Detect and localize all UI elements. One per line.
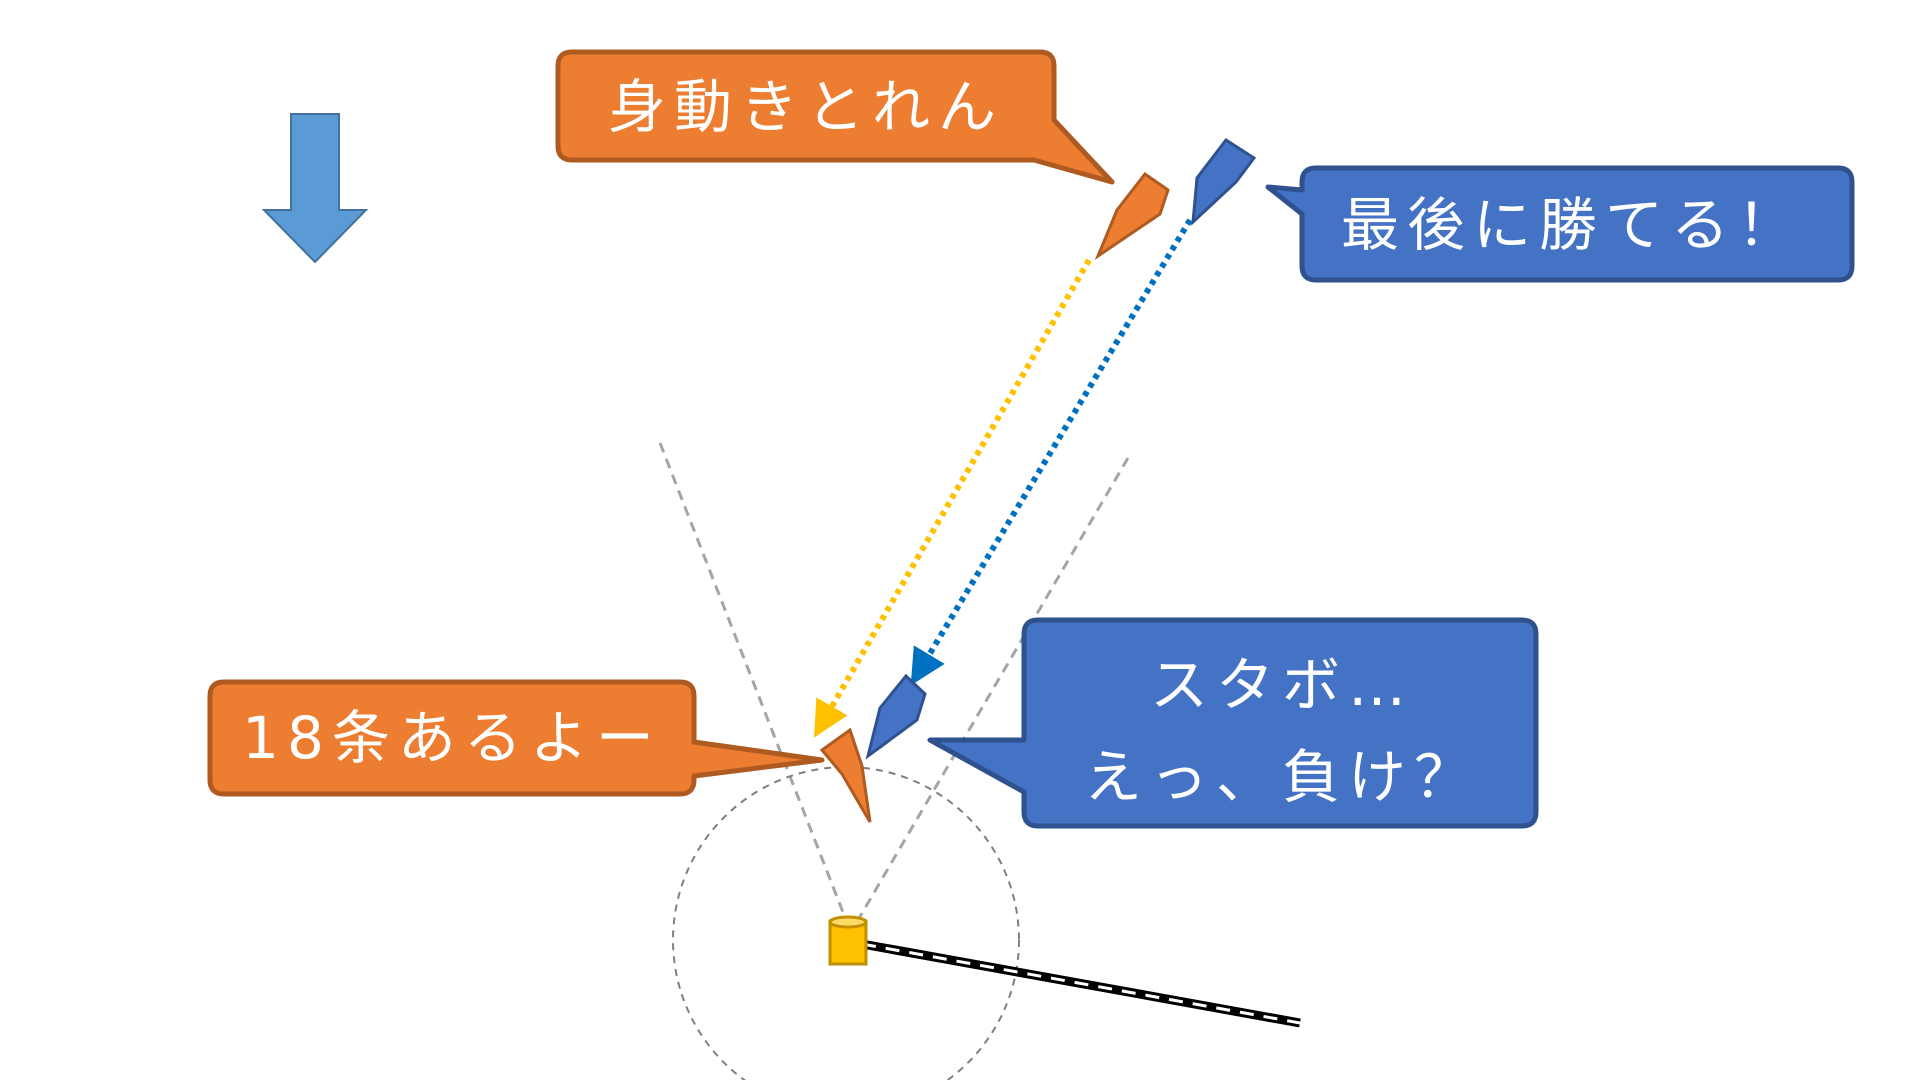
wind-direction-arrow-icon — [261, 113, 369, 264]
layline-left — [658, 442, 848, 921]
mark-buoy-icon — [828, 915, 868, 966]
mark-zone-circle — [672, 766, 1020, 1080]
speech-bubble-top-blue: 最後に勝てる！ — [1265, 165, 1855, 283]
bottom-orange-bubble-text: 18条あるよー — [242, 704, 662, 772]
top-blue-bubble-text: 最後に勝てる！ — [1341, 191, 1803, 259]
orange-boat-bottom-icon — [819, 727, 872, 823]
orange-boat-top-icon — [1094, 171, 1170, 261]
speech-bubble-bottom-orange: 18条あるよー — [207, 679, 825, 797]
layline-right — [856, 457, 1130, 921]
finish-line-stripes — [861, 942, 1301, 1025]
speech-bubble-bottom-blue: スタボ… えっ、負け？ — [927, 617, 1539, 829]
speech-bubble-top-orange: 身動きとれん — [555, 49, 1115, 185]
bottom-blue-bubble-line1: スタボ… — [1150, 651, 1414, 719]
blue-boat-track — [910, 218, 1193, 686]
blue-boat-top-icon — [1191, 137, 1257, 226]
bottom-blue-bubble-line2: えっ、負け？ — [1084, 743, 1480, 811]
blue-boat-bottom-icon — [865, 673, 927, 760]
top-orange-bubble-text: 身動きとれん — [608, 73, 1004, 141]
orange-boat-track — [814, 258, 1092, 738]
